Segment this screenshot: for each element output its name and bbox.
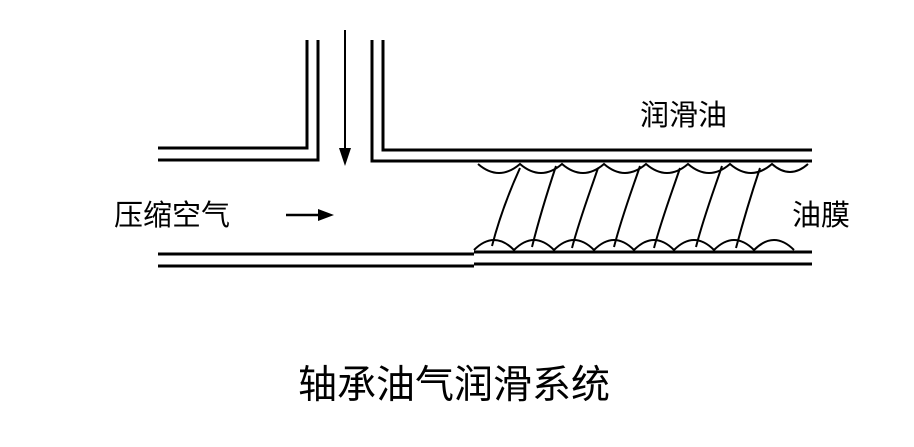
compressed-air-label: 压缩空气 (114, 198, 230, 232)
oil-streak (695, 165, 723, 248)
oil-streak (653, 167, 681, 249)
oil-film-bottom-wave (473, 239, 795, 252)
oil-streak (613, 165, 641, 248)
compressed-air-arrow (286, 209, 334, 221)
diagram-title: 轴承油气润滑系统 (298, 363, 610, 408)
oil-streak (571, 167, 599, 249)
oil-streak (531, 165, 557, 248)
oil-streak (491, 167, 521, 247)
vertical-inlet-pipe (158, 40, 474, 163)
inlet-pipe-right-inner-wall (370, 40, 474, 163)
main-pipe-top-wall (474, 148, 812, 163)
oil-streak (735, 167, 761, 249)
inlet-pipe-right-outer-wall (381, 40, 474, 152)
inlet-flow-arrow (339, 30, 351, 166)
inlet-pipe-left-outer-wall (158, 40, 309, 150)
oil-film-label: 油膜 (792, 198, 850, 232)
main-pipe-bottom-wall (158, 250, 812, 268)
inlet-pipe-left-inner-wall (158, 40, 320, 162)
oil-droplet-streaks (491, 165, 761, 249)
lubricating-oil-label: 润滑油 (640, 98, 727, 132)
